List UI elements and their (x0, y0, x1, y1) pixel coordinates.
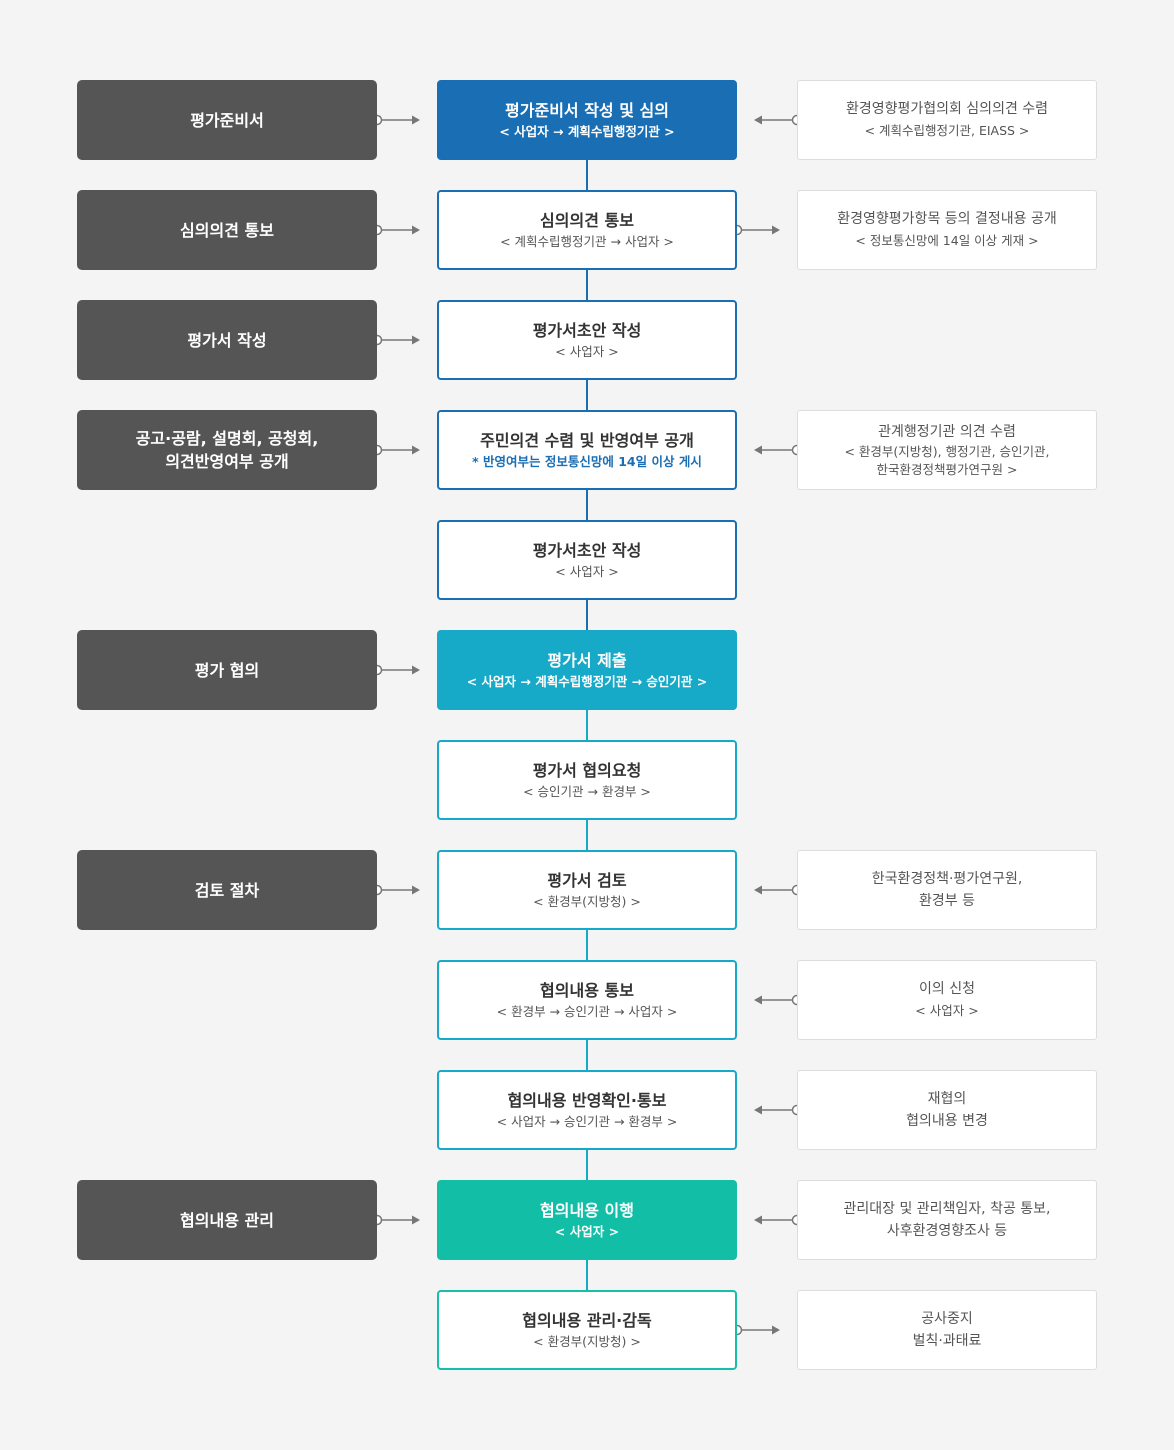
process-step-actor: < 환경부 → 승인기관 → 사업자 > (496, 1003, 678, 1019)
left-arrow-head (412, 885, 420, 895)
related-info-text: 공사중지 (921, 1311, 973, 1327)
related-info-text: 관계행정기관 의견 수렴 (878, 424, 1016, 440)
stage-label-text: 심의의견 통보 (180, 220, 274, 240)
right-in-arrow-head (754, 445, 762, 455)
process-step-box: 평가서 협의요청 < 승인기관 → 환경부 > (437, 740, 737, 820)
process-step-box: 평가준비서 작성 및 심의 < 사업자 → 계획수립행정기관 > (437, 80, 737, 160)
process-step-actor: < 계획수립행정기관 → 사업자 > (500, 233, 674, 249)
related-info-text: 이의 신청 (919, 981, 975, 997)
right-in-arrow-head (754, 115, 762, 125)
related-info-text: < 계획수립행정기관, EIASS > (864, 123, 1030, 138)
stage-label-box: 평가서 작성 (77, 300, 377, 380)
process-step-title: 협의내용 이행 (540, 1200, 634, 1220)
process-step-title: 평가서 협의요청 (532, 760, 642, 780)
left-arrow-head (412, 225, 420, 235)
stage-label-text: 공고·공람, 설명회, 공청회, (135, 429, 319, 448)
related-info-text: 환경부 등 (919, 893, 975, 909)
process-step-title: 평가서초안 작성 (532, 540, 642, 560)
related-info-text: < 환경부(지방청), 행정기관, 승인기관, (844, 444, 1050, 459)
related-info-text: 환경영향평가항목 등의 결정내용 공개 (837, 211, 1057, 227)
related-info-text: < 정보통신망에 14일 이상 게재 > (855, 233, 1039, 248)
stage-label-text: 협의내용 관리 (180, 1210, 274, 1230)
related-info-text: 환경영향평가협의회 심의의견 수렴 (845, 101, 1049, 117)
stage-label-text: 평가준비서 (190, 110, 264, 130)
process-step-box: 협의내용 이행 < 사업자 > (437, 1180, 737, 1260)
process-step-box: 협의내용 통보 < 환경부 → 승인기관 → 사업자 > (437, 960, 737, 1040)
process-step-actor: < 환경부(지방청) > (533, 1333, 641, 1349)
process-step-actor: < 사업자 > (554, 1223, 620, 1239)
right-out-arrow-head (772, 1325, 780, 1335)
process-step-title: 협의내용 관리·감독 (522, 1310, 652, 1330)
process-step-actor: < 사업자 → 계획수립행정기관 → 승인기관 > (466, 673, 708, 689)
stage-label-box: 평가준비서 (77, 80, 377, 160)
related-info-box: 한국환경정책·평가연구원, 환경부 등 (797, 850, 1097, 930)
related-info-text: 관리대장 및 관리책임자, 착공 통보, (843, 1201, 1051, 1217)
process-step-actor: < 사업자 → 계획수립행정기관 > (499, 123, 675, 139)
related-info-box: 이의 신청 < 사업자 > (797, 960, 1097, 1040)
related-info-box: 환경영향평가협의회 심의의견 수렴 < 계획수립행정기관, EIASS > (797, 80, 1097, 160)
process-step-title: 협의내용 반영확인·통보 (507, 1090, 667, 1110)
right-out-arrow-head (772, 225, 780, 235)
process-step-actor: < 승인기관 → 환경부 > (523, 783, 651, 799)
left-arrow-head (412, 1215, 420, 1225)
process-step-title: 협의내용 통보 (540, 980, 634, 1000)
right-in-arrow-head (754, 1215, 762, 1225)
related-info-text: 협의내용 변경 (906, 1113, 988, 1129)
stage-label-box: 심의의견 통보 (77, 190, 377, 270)
process-step-title: 평가준비서 작성 및 심의 (505, 100, 669, 120)
stage-label-box: 협의내용 관리 (77, 1180, 377, 1260)
right-in-arrow-head (754, 995, 762, 1005)
related-info-text: 사후환경영향조사 등 (886, 1223, 1008, 1239)
process-step-box: 평가서초안 작성 < 사업자 > (437, 520, 737, 600)
process-step-box: 평가서초안 작성 < 사업자 > (437, 300, 737, 380)
left-arrow-head (412, 335, 420, 345)
related-info-box: 관계행정기관 의견 수렴 < 환경부(지방청), 행정기관, 승인기관, 한국환경정… (797, 410, 1097, 490)
left-arrow-head (412, 665, 420, 675)
related-info-text: 재협의 (927, 1091, 967, 1107)
process-step-title: 평가서 제출 (547, 650, 627, 670)
process-step-actor: < 사업자 → 승인기관 → 환경부 > (496, 1113, 678, 1129)
process-step-box: 협의내용 반영확인·통보 < 사업자 → 승인기관 → 환경부 > (437, 1070, 737, 1150)
stage-label-box: 검토 절차 (77, 850, 377, 930)
stage-label-box: 평가 협의 (77, 630, 377, 710)
related-info-text: 벌칙·과태료 (912, 1333, 982, 1349)
stage-label-text: 평가 협의 (194, 660, 260, 680)
process-step-title: 주민의견 수렴 및 반영여부 공개 (480, 430, 694, 450)
process-step-actor: < 사업자 > (555, 343, 619, 359)
process-step-title: 평가서 검토 (547, 870, 627, 890)
related-info-text: 한국환경정책평가연구원 > (876, 462, 1018, 477)
process-step-box: 평가서 검토 < 환경부(지방청) > (437, 850, 737, 930)
left-arrow-head (412, 445, 420, 455)
process-step-actor: < 환경부(지방청) > (533, 893, 641, 909)
process-step-title: 심의의견 통보 (540, 210, 634, 230)
right-in-arrow-head (754, 1105, 762, 1115)
process-step-actor: < 사업자 > (555, 563, 619, 579)
stage-label-text: 검토 절차 (194, 880, 260, 900)
left-arrow-head (412, 115, 420, 125)
stage-label-box: 공고·공람, 설명회, 공청회, 의견반영여부 공개 (77, 410, 377, 490)
stage-label-text: 의견반영여부 공개 (165, 452, 289, 471)
process-step-box: 평가서 제출 < 사업자 → 계획수립행정기관 → 승인기관 > (437, 630, 737, 710)
process-step-title: 평가서초안 작성 (532, 320, 642, 340)
process-step-note: * 반영여부는 정보통신망에 14일 이상 게시 (472, 453, 702, 469)
right-in-arrow-head (754, 885, 762, 895)
process-step-box: 협의내용 관리·감독 < 환경부(지방청) > (437, 1290, 737, 1370)
related-info-text: 한국환경정책·평가연구원, (871, 871, 1023, 887)
stage-label-text: 평가서 작성 (187, 330, 267, 350)
related-info-box: 환경영향평가항목 등의 결정내용 공개 < 정보통신망에 14일 이상 게재 > (797, 190, 1097, 270)
process-step-box: 심의의견 통보 < 계획수립행정기관 → 사업자 > (437, 190, 737, 270)
process-step-box: 주민의견 수렴 및 반영여부 공개 * 반영여부는 정보통신망에 14일 이상 게… (437, 410, 737, 490)
related-info-box: 관리대장 및 관리책임자, 착공 통보, 사후환경영향조사 등 (797, 1180, 1097, 1260)
related-info-text: < 사업자 > (915, 1003, 979, 1018)
